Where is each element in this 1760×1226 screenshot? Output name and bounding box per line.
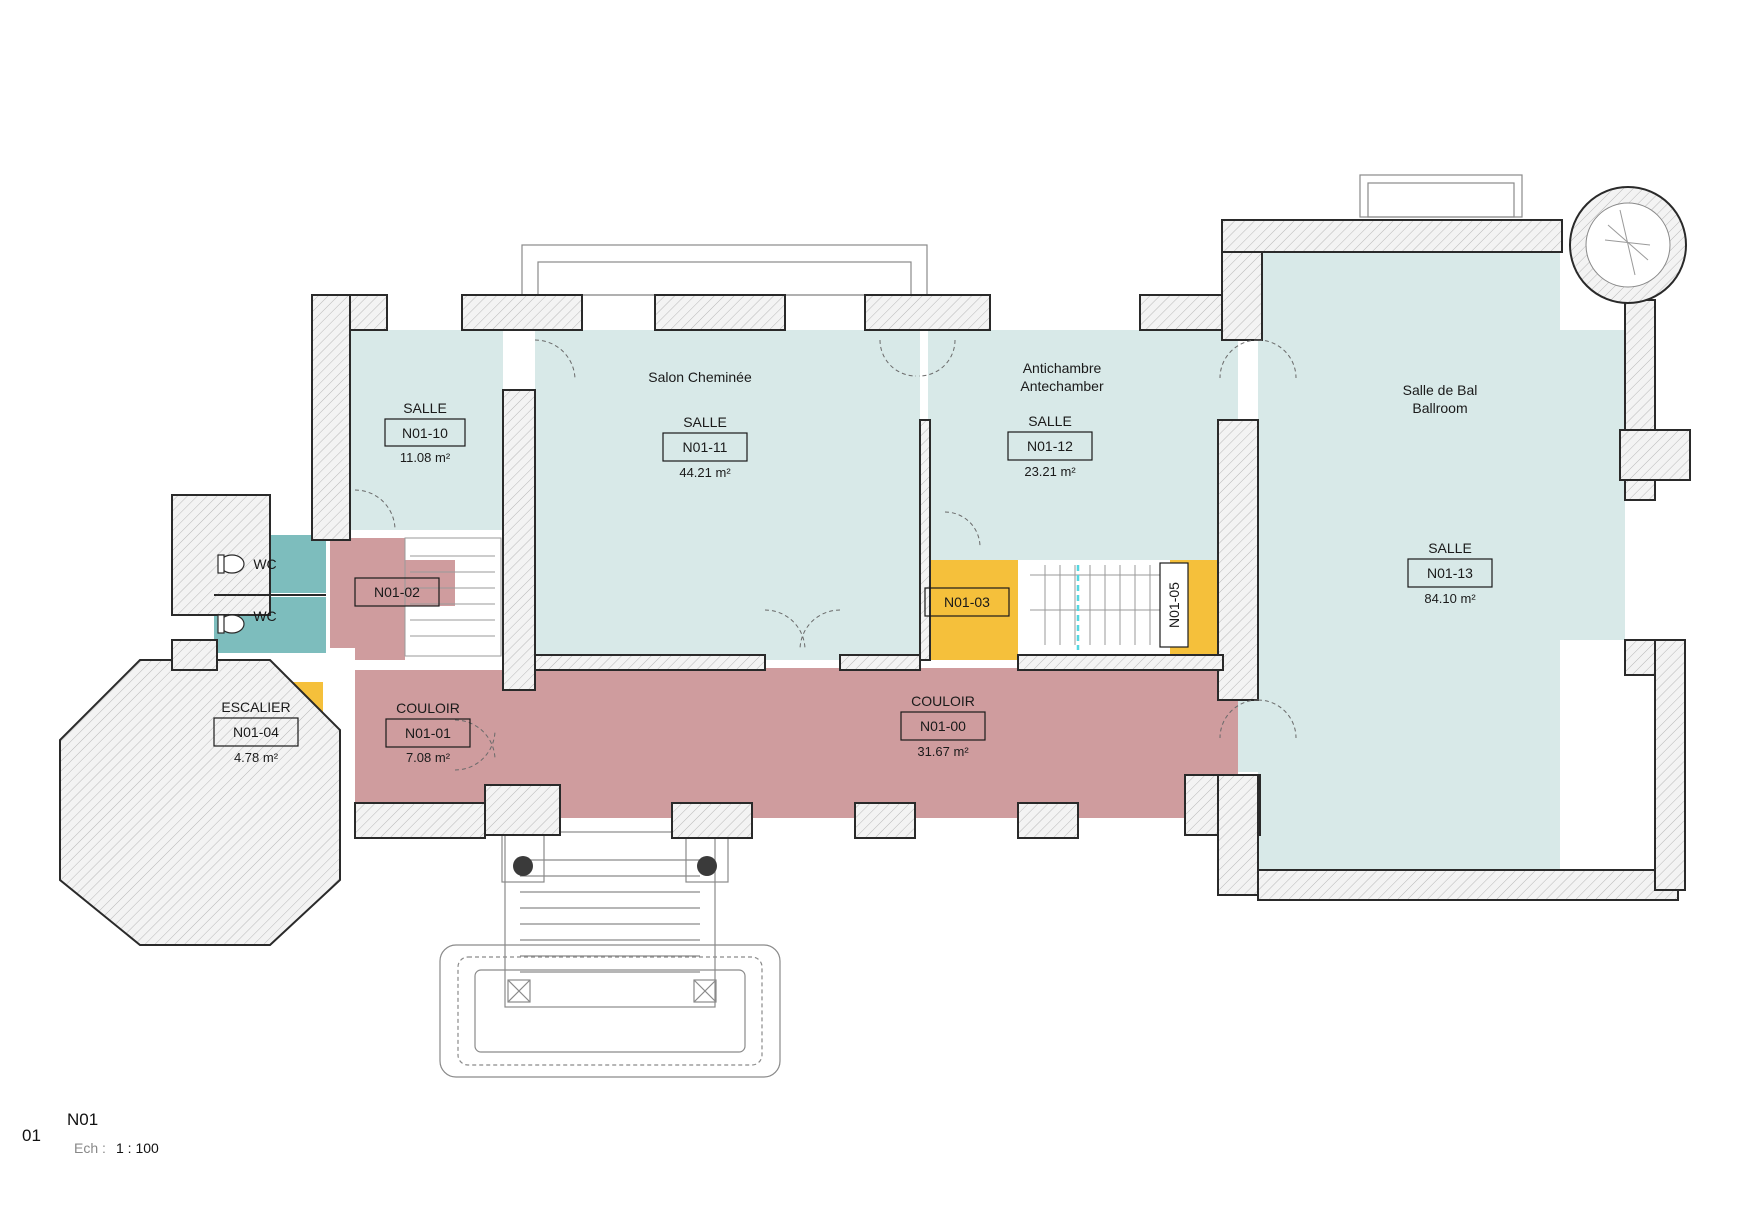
room-n01-05-tag	[1159, 562, 1189, 648]
room-n01-12-type: SALLE	[1028, 413, 1072, 429]
room-n01-03-code: N01-03	[944, 594, 990, 610]
room-n01-02-fill[interactable]	[330, 538, 455, 660]
room-n01-12-tag	[1007, 431, 1093, 461]
room-n01-11-name: Salon Cheminée	[648, 369, 752, 385]
north-balcony	[521, 174, 1523, 296]
room-n01-00-tag	[900, 711, 986, 741]
room-n01-11-code: N01-11	[683, 439, 728, 455]
room-n01-01-code: N01-01	[405, 725, 451, 741]
room-n01-11-area: 44.21 m²	[679, 465, 731, 480]
room-n01-13-name-en: Ballroom	[1412, 400, 1467, 416]
room-n01-04-type: ESCALIER	[221, 699, 290, 715]
room-n01-00-type: COULOIR	[911, 693, 975, 709]
room-n01-04-tag	[213, 717, 299, 747]
room-n01-03-fill[interactable]	[928, 560, 1018, 660]
room-n01-13-fill[interactable]	[1258, 252, 1625, 870]
scale-label: Ech :	[74, 1140, 106, 1156]
stair-treads	[404, 537, 1170, 657]
column-left	[513, 856, 533, 876]
room-n01-10-area: 11.08 m²	[400, 450, 451, 465]
room-n01-02-code: N01-02	[374, 584, 420, 600]
scale-value: 1 : 100	[116, 1140, 159, 1156]
column-right	[697, 856, 717, 876]
room-n01-03-tag	[924, 587, 1010, 617]
room-n01-10-code: N01-10	[402, 425, 448, 441]
room-n01-04-area: 4.78 m²	[234, 750, 279, 765]
room-n01-12-code: N01-12	[1027, 438, 1073, 454]
room-n01-01-type: COULOIR	[396, 700, 460, 716]
view-number: 01	[22, 1126, 41, 1145]
room-n01-00-code: N01-00	[920, 718, 966, 734]
room-n01-10-type: SALLE	[403, 400, 447, 416]
room-n01-01-tag	[385, 718, 471, 748]
wc-fixtures	[214, 554, 326, 634]
room-n01-00-fill[interactable]	[520, 668, 1238, 818]
room-n01-05-code: N01-05	[1166, 582, 1182, 628]
room-n01-12-name-en: Antechamber	[1020, 378, 1104, 394]
room-fills	[205, 252, 1625, 870]
room-n01-11-type: SALLE	[683, 414, 727, 430]
ne-tower	[1569, 186, 1687, 304]
room-n01-01-area: 7.08 m²	[406, 750, 451, 765]
room-n01-11-tag	[662, 432, 748, 462]
room-n01-12-name-fr: Antichambre	[1023, 360, 1102, 376]
room-n01-13-tag	[1407, 558, 1493, 588]
room-n01-00-area: 31.67 m²	[917, 744, 969, 759]
room-n01-12-area: 23.21 m²	[1024, 464, 1076, 479]
room-n01-13-name-fr: Salle de Bal	[1403, 382, 1478, 398]
room-n01-12-fill[interactable]	[928, 330, 1238, 560]
wc-lower-label: WC	[253, 608, 276, 624]
room-n01-13-area: 84.10 m²	[1424, 591, 1476, 606]
room-n01-01-fill[interactable]	[355, 670, 520, 803]
room-n01-13-type: SALLE	[1428, 540, 1472, 556]
level-title: N01	[67, 1110, 99, 1129]
room-n01-11-fill[interactable]	[535, 330, 920, 660]
room-n01-02-tag	[354, 577, 440, 607]
room-n01-10-tag	[384, 418, 466, 447]
wc-upper-label: WC	[253, 556, 276, 572]
doors	[354, 339, 1297, 771]
room-n01-04-code: N01-04	[233, 724, 279, 740]
room-n01-10-fill[interactable]	[348, 330, 503, 530]
front-steps	[439, 829, 781, 1078]
room-n01-13-code: N01-13	[1427, 565, 1473, 581]
